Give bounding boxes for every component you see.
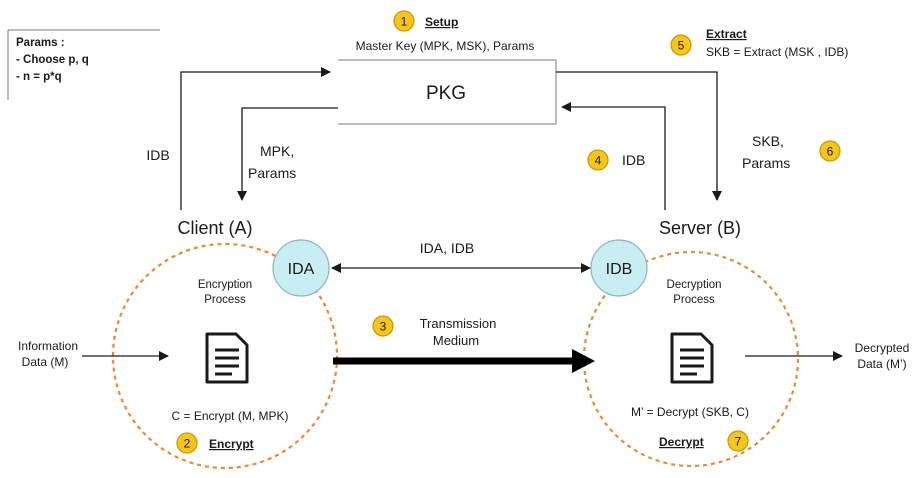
pkg-to-server-line-1: SKB,	[752, 133, 784, 149]
pkg-to-client-line-1: MPK,	[260, 143, 294, 159]
server-id-circle: IDB	[590, 239, 648, 297]
step-badge-6: 6	[819, 140, 841, 162]
extract-label: Extract	[706, 27, 747, 41]
setup-detail: Master Key (MPK, MSK), Params	[356, 39, 535, 53]
encrypt-formula: C = Encrypt (M, MPK)	[171, 409, 288, 423]
input-data-line-1: Information	[18, 339, 78, 353]
server-to-pkg-arrow	[561, 102, 666, 210]
svg-text:1: 1	[401, 15, 408, 29]
input-data-line-2: Data (M)	[22, 355, 69, 369]
encryption-process-line-2: Process	[204, 294, 246, 306]
output-data-line-1: Decrypted	[855, 341, 910, 355]
params-line-1: - Choose p, q	[16, 54, 89, 66]
client-label: Client (A)	[177, 218, 252, 238]
svg-text:7: 7	[735, 435, 742, 449]
output-data-line-2: Data (M’)	[857, 357, 906, 371]
decryption-process-line-2: Process	[673, 294, 715, 306]
encrypt-label: Encrypt	[209, 437, 254, 451]
decryption-process-circle	[582, 250, 800, 468]
svg-text:3: 3	[380, 320, 387, 334]
transmission-line-1: Transmission	[420, 316, 497, 331]
server-label: Server (B)	[659, 218, 741, 238]
step-badge-5: 5	[670, 34, 692, 56]
svg-text:5: 5	[678, 39, 685, 53]
client-to-pkg-label: IDB	[146, 147, 169, 163]
step-badge-4: 4	[587, 149, 609, 171]
params-title: Params :	[16, 37, 65, 49]
step-badge-1: 1	[393, 10, 415, 32]
transmission-arrow-head	[572, 349, 595, 373]
server-id-label: IDB	[606, 261, 633, 278]
pkg-to-client-line-2: Params	[248, 165, 296, 181]
step-badge-2: 2	[176, 432, 198, 454]
id-exchange-label: IDA, IDB	[420, 240, 474, 256]
setup-label: Setup	[425, 15, 458, 29]
client-to-pkg-arrow	[180, 67, 331, 210]
pkg-box: PKG	[338, 59, 557, 125]
client-id-circle: IDA	[272, 239, 330, 297]
document-icon	[670, 332, 714, 384]
extract-detail: SKB = Extract (MSK , IDB)	[706, 45, 848, 59]
encryption-process-line-1: Encryption	[198, 279, 252, 291]
decrypt-formula: M’ = Decrypt (SKB, C)	[631, 405, 749, 419]
document-icon	[205, 332, 249, 384]
decryption-process-line-1: Decryption	[667, 279, 722, 291]
transmission-line-2: Medium	[433, 333, 479, 348]
svg-text:6: 6	[827, 145, 834, 159]
step-badge-3: 3	[372, 315, 394, 337]
server-to-pkg-label: IDB	[622, 152, 645, 168]
pkg-label: PKG	[426, 83, 466, 104]
pkg-to-client-arrow	[237, 107, 338, 201]
svg-text:4: 4	[595, 154, 602, 168]
decrypt-label: Decrypt	[659, 435, 704, 449]
params-line-2: - n = p*q	[16, 71, 62, 83]
svg-text:2: 2	[184, 437, 191, 451]
step-badge-7: 7	[727, 430, 749, 452]
params-box: Params : - Choose p, q - n = p*q	[7, 29, 160, 100]
pkg-to-server-arrow	[556, 71, 722, 201]
encryption-process-circle	[111, 242, 339, 470]
client-id-label: IDA	[288, 261, 315, 278]
pkg-to-server-line-2: Params	[742, 155, 790, 171]
